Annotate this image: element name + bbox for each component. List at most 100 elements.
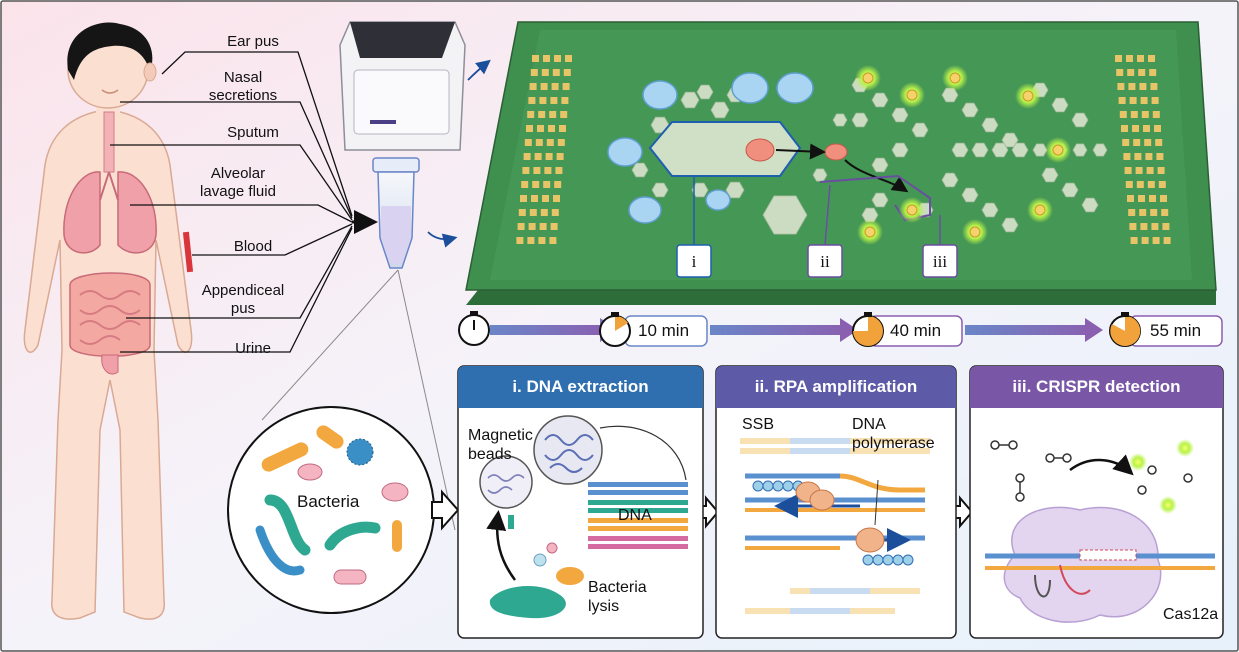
sample-tube (261, 157, 458, 531)
hex-chamber (762, 195, 808, 235)
bacteria-zoom (227, 406, 435, 614)
contact-pad (534, 153, 542, 160)
chip-contact-pads-left (516, 55, 572, 244)
contact-pad (1121, 125, 1128, 132)
contact-pad (1119, 111, 1127, 118)
contact-pad (549, 111, 557, 118)
extraction-art (479, 415, 688, 619)
contact-pad (551, 209, 559, 216)
contact-pad (1122, 139, 1130, 146)
analyzer-device (339, 21, 491, 151)
hex-chamber (631, 162, 649, 178)
chip-hex-chambers (631, 77, 1108, 235)
contact-pad (535, 139, 543, 146)
contact-pad (1147, 181, 1155, 188)
hex-chamber (911, 122, 929, 138)
contact-pad (546, 139, 554, 146)
label-bacteria-lysis: Bacteria lysis (588, 579, 647, 615)
contact-pad (1161, 209, 1169, 216)
hex-chamber (1081, 197, 1099, 213)
contact-pad (521, 181, 529, 188)
contact-pad (1126, 55, 1133, 62)
contact-pad (548, 125, 555, 132)
contact-pad (1116, 69, 1124, 76)
contact-pad (1152, 111, 1160, 118)
detection-well (949, 72, 961, 84)
contact-pad (1149, 195, 1156, 202)
contact-pad (1128, 209, 1136, 216)
hex-chamber (1051, 97, 1069, 113)
contact-pad (532, 181, 540, 188)
contact-pad (1145, 153, 1153, 160)
contact-pad (1146, 167, 1154, 174)
contact-pad (516, 237, 524, 244)
contact-pad (551, 83, 559, 90)
contact-pad (526, 125, 533, 132)
chip-marker-iii: iii (932, 252, 948, 271)
label-magnetic-beads: Magnetic beads (468, 427, 533, 463)
contact-pad (523, 153, 531, 160)
label-sputum: Sputum (227, 124, 279, 141)
hex-chamber (710, 101, 730, 119)
contact-pad (1138, 195, 1145, 202)
contact-pad (529, 83, 537, 90)
contact-pad (550, 223, 558, 230)
contact-pad (1130, 237, 1138, 244)
crispr-art (985, 439, 1215, 623)
contact-pad (555, 167, 563, 174)
contact-pad (528, 223, 536, 230)
contact-pad (1148, 55, 1155, 62)
hex-chamber (871, 92, 889, 108)
hex-chamber (871, 157, 889, 173)
hex-chamber (851, 112, 869, 128)
detection-well (1052, 144, 1064, 156)
hex-chamber (871, 192, 889, 208)
detection-well (906, 204, 918, 216)
timeline (458, 311, 1223, 347)
contact-pad (1157, 167, 1165, 174)
contact-pad (557, 139, 565, 146)
contact-pad (524, 139, 532, 146)
contact-pad (1127, 69, 1135, 76)
contact-pad (1141, 111, 1149, 118)
contact-pad (527, 237, 535, 244)
hex-chamber (696, 84, 714, 100)
contact-pad (1140, 97, 1148, 104)
contact-pad (565, 55, 572, 62)
detection-well (906, 89, 918, 101)
label-dna: DNA (618, 507, 652, 524)
contact-pad (533, 167, 541, 174)
contact-pad (1139, 209, 1147, 216)
contact-pad (539, 97, 547, 104)
detection-well (1022, 90, 1034, 102)
contact-pad (1154, 125, 1161, 132)
contact-pad (1130, 111, 1138, 118)
contact-pad (553, 195, 560, 202)
contact-pad (1155, 139, 1163, 146)
contact-pad (1156, 153, 1164, 160)
contact-pad (1151, 223, 1159, 230)
contact-pad (1124, 167, 1132, 174)
contact-pad (1160, 195, 1167, 202)
hex-chamber (961, 187, 979, 203)
contact-pad (1117, 83, 1125, 90)
dna-strands (588, 482, 688, 549)
contact-pad (537, 125, 544, 132)
contact-pad (1138, 69, 1146, 76)
detection-well (1034, 204, 1046, 216)
chip-contact-pads-right (1115, 55, 1171, 244)
hex-chamber (1032, 143, 1048, 157)
label-ear-pus: Ear pus (227, 33, 279, 50)
contact-pad (1129, 97, 1137, 104)
human-body (23, 22, 194, 620)
hex-chamber (941, 172, 959, 188)
detection-well (862, 72, 874, 84)
contact-pad (559, 125, 566, 132)
label-blood: Blood (233, 238, 273, 255)
time-10-min: 10 min (638, 321, 690, 340)
label-cas12a: Cas12a (1163, 606, 1219, 623)
contact-pad (531, 195, 538, 202)
detection-well (864, 226, 876, 238)
hex-chamber (1041, 167, 1059, 183)
